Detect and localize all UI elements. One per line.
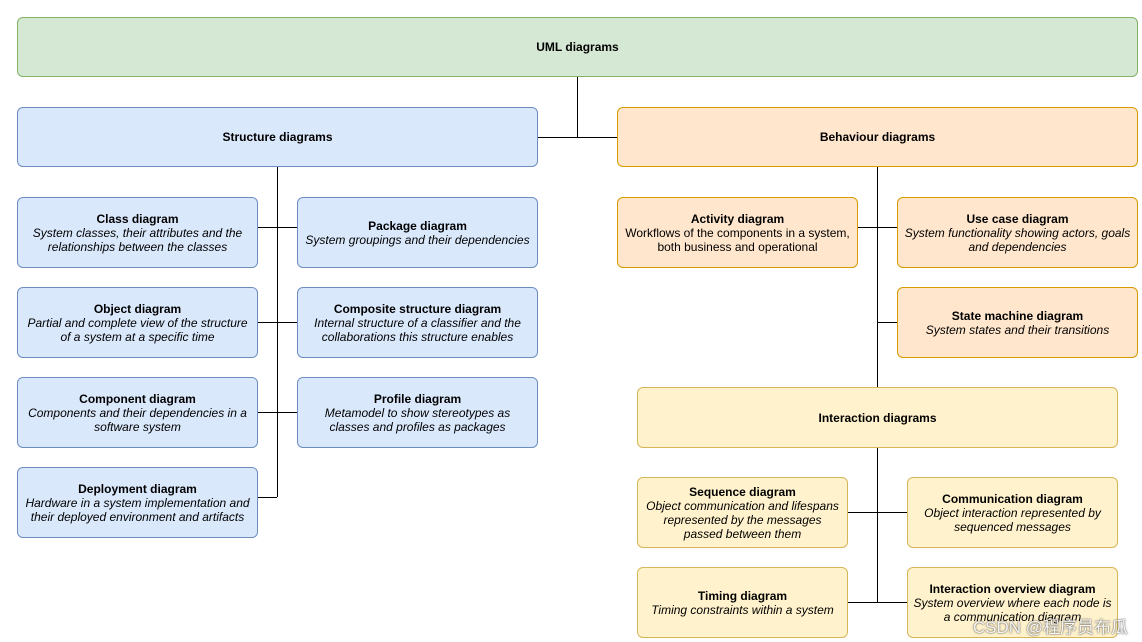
- use-case-diagram-title: Use case diagram: [966, 211, 1069, 226]
- class-diagram-node: Class diagram System classes, their attr…: [17, 197, 258, 268]
- interaction-overview-diagram-title: Interaction overview diagram: [929, 581, 1096, 596]
- class-diagram-desc: System classes, their attributes and the…: [32, 225, 243, 254]
- package-diagram-title: Package diagram: [368, 218, 467, 233]
- activity-diagram-desc: Workflows of the components in a system,…: [625, 225, 850, 254]
- state-machine-diagram-title: State machine diagram: [951, 308, 1084, 323]
- timing-diagram-node: Timing diagram Timing constraints within…: [637, 567, 848, 638]
- sequence-diagram-title: Sequence diagram: [689, 484, 796, 499]
- behaviour-diagrams-title: Behaviour diagrams: [819, 130, 936, 144]
- deployment-diagram-title: Deployment diagram: [78, 481, 197, 496]
- package-diagram-node: Package diagram System groupings and the…: [297, 197, 538, 268]
- communication-diagram-title: Communication diagram: [942, 491, 1083, 506]
- interaction-diagrams-node: Interaction diagrams: [637, 387, 1118, 448]
- composite-structure-diagram-title: Composite structure diagram: [333, 301, 502, 316]
- deployment-diagram-node: Deployment diagram Hardware in a system …: [17, 467, 258, 538]
- behaviour-diagrams-node: Behaviour diagrams: [617, 107, 1138, 167]
- communication-diagram-desc: Object interaction represented by sequen…: [924, 505, 1101, 534]
- object-diagram-title: Object diagram: [93, 301, 182, 316]
- communication-diagram-node: Communication diagram Object interaction…: [907, 477, 1118, 548]
- component-diagram-node: Component diagram Components and their d…: [17, 377, 258, 448]
- object-diagram-desc: Partial and complete view of the structu…: [27, 315, 248, 344]
- use-case-diagram-desc: System functionality showing actors, goa…: [904, 225, 1131, 254]
- activity-diagram-node: Activity diagram Workflows of the compon…: [617, 197, 858, 268]
- interaction-overview-diagram-desc: System overview where each node is a com…: [913, 595, 1112, 624]
- profile-diagram-node: Profile diagram Metamodel to show stereo…: [297, 377, 538, 448]
- composite-structure-diagram-node: Composite structure diagram Internal str…: [297, 287, 538, 358]
- sequence-diagram-desc: Object communication and lifespans repre…: [646, 498, 839, 541]
- composite-structure-diagram-desc: Internal structure of a classifier and t…: [314, 315, 521, 344]
- object-diagram-node: Object diagram Partial and complete view…: [17, 287, 258, 358]
- component-diagram-desc: Components and their dependencies in a s…: [28, 405, 247, 434]
- package-diagram-desc: System groupings and their dependencies: [305, 232, 530, 247]
- watermark-text: CSDN @程序员布瓜: [972, 618, 1128, 637]
- uml-diagrams-title: UML diagrams: [536, 40, 619, 54]
- interaction-overview-diagram-node: Interaction overview diagram System over…: [907, 567, 1118, 638]
- use-case-diagram-node: Use case diagram System functionality sh…: [897, 197, 1138, 268]
- class-diagram-title: Class diagram: [96, 211, 179, 226]
- timing-diagram-title: Timing diagram: [697, 588, 788, 603]
- uml-diagrams-node: UML diagrams: [17, 17, 1138, 77]
- structure-diagrams-title: Structure diagrams: [222, 130, 333, 144]
- profile-diagram-desc: Metamodel to show stereotypes as classes…: [324, 405, 511, 434]
- interaction-diagrams-title: Interaction diagrams: [818, 410, 937, 425]
- state-machine-diagram-desc: System states and their transitions: [925, 322, 1110, 337]
- profile-diagram-title: Profile diagram: [373, 391, 462, 406]
- timing-diagram-desc: Timing constraints within a system: [651, 602, 834, 617]
- component-diagram-title: Component diagram: [79, 391, 196, 406]
- activity-diagram-title: Activity diagram: [690, 211, 785, 226]
- sequence-diagram-node: Sequence diagram Object communication an…: [637, 477, 848, 548]
- deployment-diagram-desc: Hardware in a system implementation and …: [25, 495, 250, 524]
- structure-diagrams-node: Structure diagrams: [17, 107, 538, 167]
- state-machine-diagram-node: State machine diagram System states and …: [897, 287, 1138, 358]
